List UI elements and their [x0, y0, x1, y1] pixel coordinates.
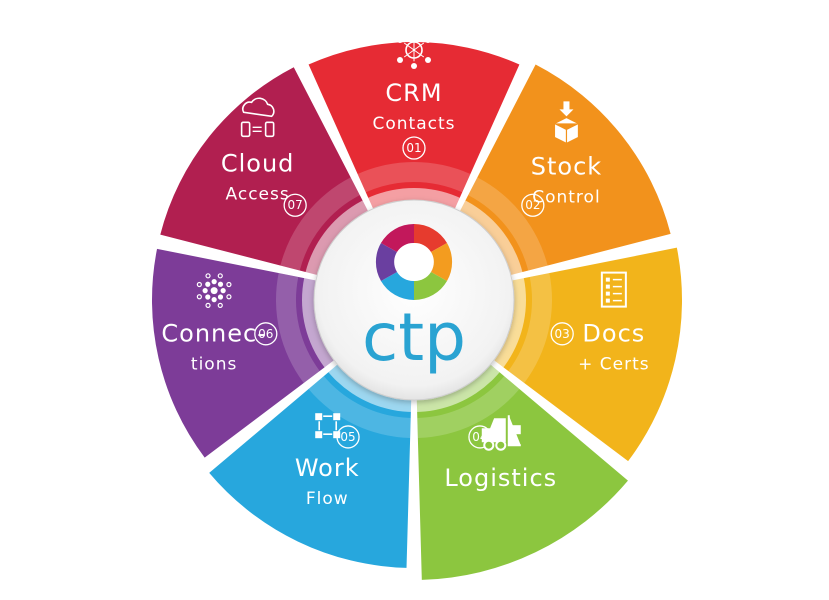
segment-band-logistics	[417, 376, 520, 438]
segment-title-stock: Stock	[531, 152, 602, 180]
segment-title-workflow: Work	[295, 454, 360, 482]
segment-title-logistics: Logistics	[444, 464, 557, 492]
segment-band-connections	[276, 273, 320, 383]
segment-crm[interactable]	[308, 41, 520, 213]
svg-text:01: 01	[406, 141, 421, 155]
segment-band-stock	[468, 177, 548, 271]
box-arrow-icon	[553, 101, 580, 145]
segment-stock[interactable]	[458, 64, 671, 277]
svg-text:06: 06	[258, 327, 273, 341]
svg-text:02: 02	[525, 198, 540, 212]
ctp-logo-icon	[375, 223, 453, 301]
segment-band-docs	[508, 273, 552, 383]
svg-text:03: 03	[555, 327, 570, 341]
segment-logistics[interactable]	[416, 361, 628, 580]
svg-text:07: 07	[288, 198, 303, 212]
segment-number-connections: 06	[254, 322, 278, 346]
segment-subtitle-docs: + Certs	[578, 355, 650, 375]
segment-connections[interactable]	[152, 248, 338, 458]
segment-band-workflow	[308, 376, 411, 438]
segment-title-docs: Docs	[582, 320, 645, 348]
svg-text:05: 05	[340, 430, 355, 444]
segment-workflow[interactable]	[209, 361, 412, 568]
segment-cloud[interactable]	[160, 67, 370, 277]
segment-number-stock: 02	[521, 193, 545, 217]
segment-subtitle-crm: Contacts	[373, 114, 456, 134]
segment-subtitle-workflow: Flow	[306, 489, 349, 509]
segment-band-crm	[357, 161, 471, 193]
workflow-icon	[315, 413, 341, 439]
network-dots-icon	[196, 273, 232, 308]
segment-number-docs: 03	[550, 322, 574, 346]
segment-title-crm: CRM	[385, 79, 442, 107]
segment-title-connections: Connec-	[161, 320, 266, 348]
segment-number-crm: 01	[402, 136, 426, 160]
center-hub: ctp	[302, 188, 526, 412]
segment-subtitle-stock: Control	[532, 187, 600, 207]
segment-docs[interactable]	[490, 247, 682, 462]
document-checklist-icon	[600, 271, 627, 308]
segment-subtitle-cloud: Access	[226, 184, 290, 204]
ctp-logo-text: ctp	[362, 299, 466, 376]
segment-title-cloud: Cloud	[221, 149, 295, 177]
segment-number-cloud: 07	[283, 193, 307, 217]
forklift-icon	[481, 415, 521, 451]
cloud-devices-icon	[240, 97, 275, 138]
segment-subtitle-connections: tions	[191, 355, 237, 375]
crm-network-icon	[397, 31, 431, 69]
segment-band-cloud	[280, 177, 360, 271]
